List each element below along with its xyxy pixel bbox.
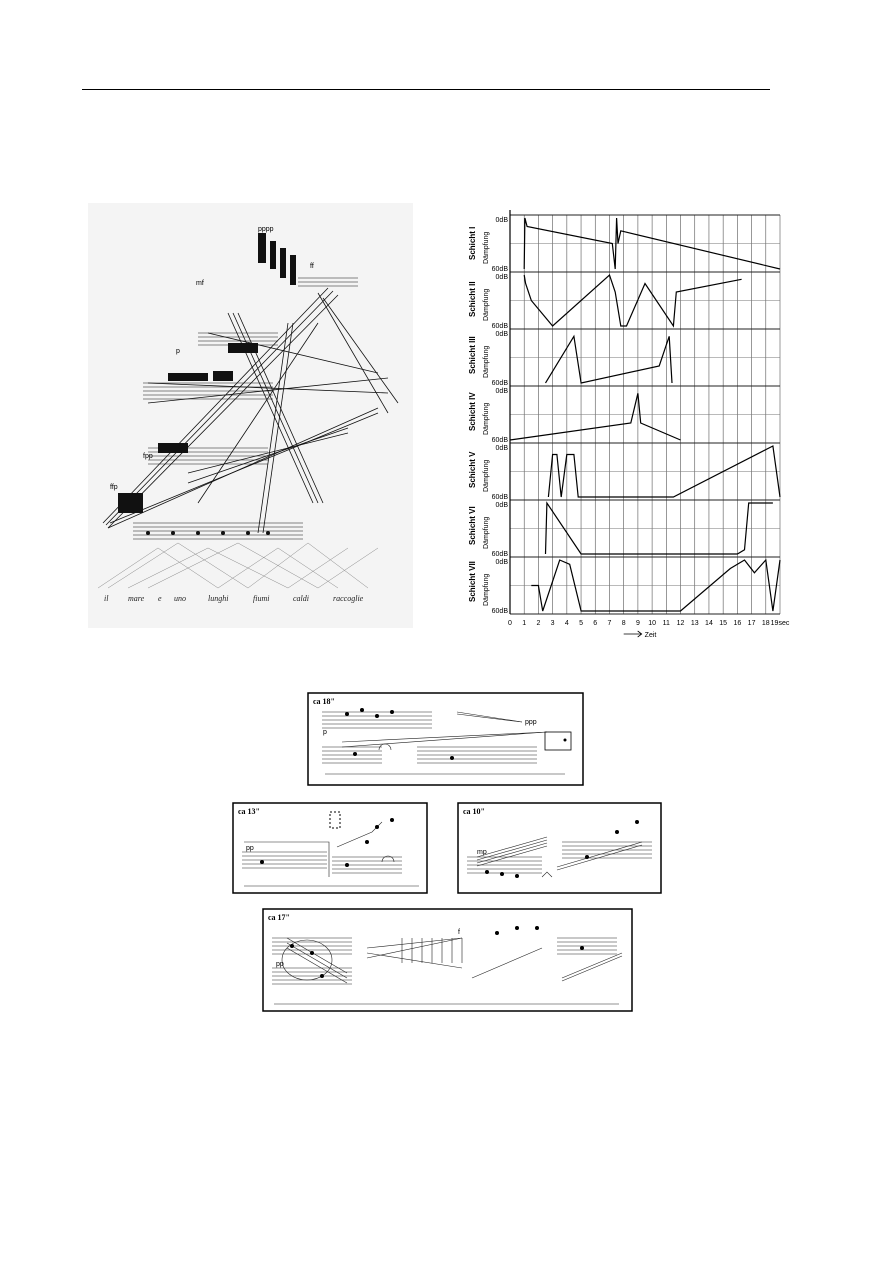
layer-panel: 0dB 60dB Schicht VI Dämpfung: [468, 501, 773, 558]
excerpt-box-2: ca 13" pp: [232, 802, 428, 894]
envelope-series-line: [531, 558, 781, 612]
layer-panel: 0dB 60dB Schicht IV Dämpfung: [468, 388, 681, 444]
y-axis-title: Dämpfung: [483, 574, 490, 606]
y-tick-label: 60dB: [492, 494, 509, 501]
x-tick-label: 0: [508, 620, 512, 627]
y-tick-label: 0dB: [496, 331, 509, 338]
x-tick-label: 9: [636, 620, 640, 627]
y-tick-label: 0dB: [496, 559, 509, 566]
y-axis-title: Dämpfung: [483, 403, 490, 435]
x-tick-label: 2: [536, 620, 540, 627]
dyn-ff: ff: [310, 263, 314, 270]
layer-panel: 0dB 60dB Schicht VII Dämpfung: [468, 558, 781, 615]
x-tick-label: 16: [733, 620, 741, 627]
excerpt-duration: ca 17": [268, 913, 290, 922]
x-tick-label: 18: [762, 620, 770, 627]
excerpt-dyn: pp: [246, 845, 254, 852]
x-tick-label: 3: [551, 620, 555, 627]
y-tick-label: 0dB: [496, 274, 509, 281]
header-rule: [82, 89, 770, 90]
x-tick-label: 4: [565, 620, 569, 627]
layer-label: Schicht IV: [468, 392, 477, 431]
layer-label: Schicht VII: [468, 561, 477, 602]
layer-label: Schicht III: [468, 336, 477, 374]
y-tick-label: 60dB: [492, 608, 509, 615]
x-tick-label: 14: [705, 620, 713, 627]
lyric-word: fiumi: [253, 594, 269, 603]
dyn-fpp: fpp: [143, 453, 153, 460]
excerpt-dyn: p: [323, 729, 327, 736]
y-axis-title: Dämpfung: [483, 517, 490, 549]
y-tick-label: 0dB: [496, 445, 509, 452]
y-tick-label: 60dB: [492, 323, 509, 330]
y-tick-label: 60dB: [492, 551, 509, 558]
layer-panel: 0dB 60dB Schicht III Dämpfung: [468, 331, 673, 387]
y-axis-title: Dämpfung: [483, 232, 490, 264]
x-tick-label: 15: [719, 620, 727, 627]
dyn-p: p: [176, 348, 180, 355]
y-tick-label: 60dB: [492, 380, 509, 387]
y-axis-title: Dämpfung: [483, 346, 490, 378]
envelope-series-line: [544, 334, 673, 384]
x-tick-label: 13: [691, 620, 699, 627]
y-tick-label: 0dB: [496, 217, 509, 224]
excerpt-duration: ca 13": [238, 807, 260, 816]
y-tick-label: 60dB: [492, 266, 509, 273]
envelope-series-line: [509, 393, 681, 441]
lyric-word: mare: [128, 594, 145, 603]
x-tick-label: 19sec: [771, 620, 790, 627]
envelope-series-line: [523, 273, 742, 328]
layer-label: Schicht II: [468, 281, 477, 317]
y-axis-title: Dämpfung: [483, 460, 490, 492]
layer-label: Schicht I: [468, 227, 477, 260]
excerpt-dyn: mp: [477, 849, 487, 856]
excerpt-duration: ca 10": [463, 807, 485, 816]
y-tick-label: 60dB: [492, 437, 509, 444]
x-axis-arrow: [623, 630, 643, 638]
x-tick-label: 6: [593, 620, 597, 627]
layer-label: Schicht V: [468, 451, 477, 488]
lyric-word: caldi: [293, 594, 309, 603]
excerpt-duration: ca 18": [313, 697, 335, 706]
x-tick-label: 11: [663, 620, 670, 627]
layer-panel: 0dB 60dB Schicht II Dämpfung: [468, 273, 742, 330]
dyn-mf: mf: [196, 280, 204, 287]
layer-label: Schicht VI: [468, 506, 477, 545]
excerpt-box-4: ca 17" pp f: [262, 908, 633, 1012]
x-tick-label: 10: [648, 620, 656, 627]
excerpt-dyn: f: [458, 929, 460, 936]
y-tick-label: 0dB: [496, 388, 509, 395]
y-tick-label: 0dB: [496, 502, 509, 509]
dyn-pppp: pppp: [258, 226, 274, 233]
lyric-word: e: [158, 594, 162, 603]
x-axis-label: Zeit: [645, 632, 657, 639]
lyric-word: il: [104, 594, 109, 603]
lyric-word: lunghi: [208, 594, 228, 603]
graphic-score-drawing: pppp mf p ff fpp ffp il mare e uno lungh…: [88, 203, 413, 628]
layer-panel: 0dB 60dB Schicht I Dämpfung: [468, 217, 781, 273]
y-axis-title: Dämpfung: [483, 289, 490, 321]
x-tick-label: 17: [748, 620, 756, 627]
lyric-word: uno: [174, 594, 186, 603]
envelope-series-line: [547, 445, 781, 498]
graphic-score-figure: pppp mf p ff fpp ffp il mare e uno lungh…: [88, 203, 413, 628]
x-tick-label: 1: [522, 620, 526, 627]
lyric-word: raccoglie: [333, 594, 364, 603]
excerpt-box-3: ca 10" mp: [457, 802, 662, 894]
x-tick-label: 7: [608, 620, 612, 627]
x-tick-label: 5: [579, 620, 583, 627]
excerpt-dyn: ppp: [525, 719, 537, 726]
envelope-series-line: [544, 501, 773, 555]
envelope-series-line: [523, 217, 781, 270]
excerpt-dyn: pp: [276, 961, 284, 968]
x-tick-label: 8: [622, 620, 626, 627]
excerpt-box-1: ca 18" p ppp: [307, 692, 584, 786]
x-tick-label: 12: [677, 620, 685, 627]
layer-panel: 0dB 60dB Schicht V Dämpfung: [468, 445, 781, 501]
dyn-ffp: ffp: [110, 484, 118, 491]
